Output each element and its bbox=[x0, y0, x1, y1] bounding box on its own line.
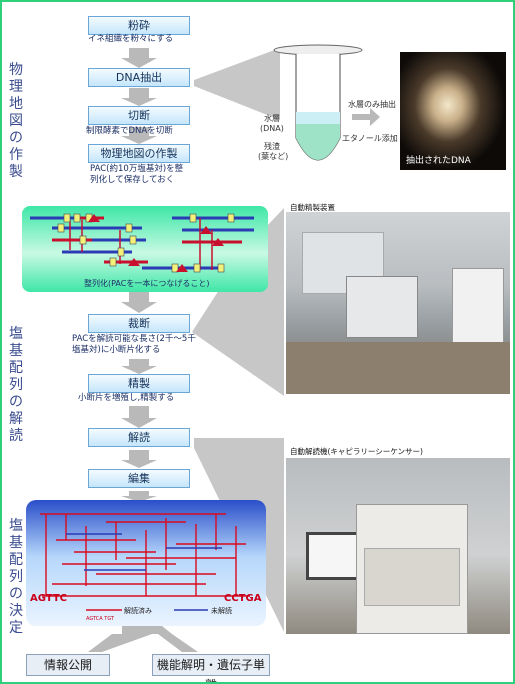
step-cut-note: 制限酵素でDNAを切断 bbox=[86, 126, 173, 136]
ordering-panel bbox=[22, 206, 268, 292]
result-function: 機能解明・遺伝子単離 bbox=[152, 654, 270, 682]
sequence-assembly-diagram: 解読済み 未解読 AGTCA TGT bbox=[40, 513, 250, 622]
step-edit: 編集 bbox=[88, 469, 190, 488]
legend-decoded: 解読済み bbox=[124, 606, 152, 615]
step-fragment-note-1: PACを解読可能な長さ(2千～5千 bbox=[72, 334, 196, 344]
label-aqueous-2: (DNA) bbox=[260, 124, 284, 133]
label-ethanol: エタノール添加 bbox=[342, 134, 398, 143]
step-dna-extract: DNA抽出 bbox=[88, 68, 190, 87]
label-extract-only: 水層のみ抽出 bbox=[348, 100, 396, 109]
step-purify: 精製 bbox=[88, 374, 190, 393]
section-title-determination: 塩基配列の決定 bbox=[9, 518, 23, 636]
result-publish: 情報公開 bbox=[26, 654, 110, 676]
step-crush: 粉砕 bbox=[88, 16, 190, 35]
step-map-note-1: PAC(約10万塩基対)を整 bbox=[90, 164, 184, 174]
step-purify-note: 小断片を増殖し,精製する bbox=[78, 393, 175, 403]
step-cut: 切断 bbox=[88, 106, 190, 125]
sequence-left: AGTTC bbox=[30, 593, 67, 604]
capillary-sequencer-photo bbox=[286, 458, 510, 634]
label-aqueous-1: 水層 bbox=[264, 114, 280, 123]
step-decode: 解読 bbox=[88, 428, 190, 447]
step-fragment-note-2: 塩基対)に小断片化する bbox=[72, 345, 161, 355]
test-tube-illustration bbox=[273, 44, 363, 161]
sequence-right: CCTGA bbox=[224, 593, 262, 604]
section-title-sequencing: 塩基配列の解読 bbox=[9, 326, 23, 444]
extracted-dna-photo bbox=[400, 52, 506, 170]
step-physical-map: 物理地図の作製 bbox=[88, 144, 190, 163]
step-crush-note: イネ組織を粉々にする bbox=[88, 34, 174, 44]
step-map-note-2: 列化して保存しておく bbox=[90, 175, 175, 185]
caption-preparation: 自動精製装置 bbox=[290, 203, 335, 212]
ordering-caption: 整列化(PACを一本につなげること) bbox=[84, 278, 209, 288]
section-title-physical-map: 物理地図の作製 bbox=[9, 62, 23, 180]
caption-sequencer: 自動解読機(キャピラリーシーケンサー) bbox=[290, 447, 423, 456]
legend-undecoded: 未解読 bbox=[211, 606, 232, 615]
legend-small-seq: AGTCA TGT bbox=[86, 616, 115, 622]
automatic-preparation-photo bbox=[286, 212, 510, 394]
label-extracted-dna: 抽出されたDNA bbox=[406, 156, 471, 166]
label-residue-1: 残渣 bbox=[264, 142, 280, 151]
step-fragment: 裁断 bbox=[88, 314, 190, 333]
label-residue-2: (葉など) bbox=[258, 152, 289, 161]
pac-ordering-diagram: 整列化(PACを一本につなげること) bbox=[30, 213, 254, 288]
